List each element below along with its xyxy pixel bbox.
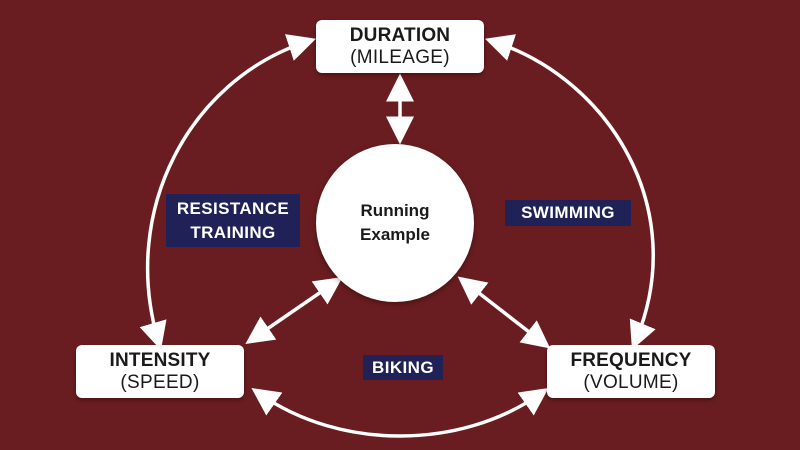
frequency-title: FREQUENCY (570, 349, 692, 371)
frequency-node: FREQUENCY (VOLUME) (547, 345, 715, 398)
arrow-duration-intensity (139, 34, 316, 351)
intensity-node: INTENSITY (SPEED) (76, 345, 244, 398)
center-label-line2: Example (360, 225, 430, 244)
duration-subtitle: (MILEAGE) (350, 46, 450, 68)
swimming-tag: SWIMMING (505, 200, 631, 226)
intensity-title: INTENSITY (109, 349, 211, 371)
center-circle: Running Example (316, 144, 474, 302)
arrow-center-intensity (245, 277, 343, 344)
biking-tag-label: BIKING (372, 357, 434, 377)
arrow-duration-frequency (485, 34, 656, 350)
arrow-center-frequency (457, 276, 551, 349)
swimming-tag-label: SWIMMING (521, 203, 615, 222)
arrow-intensity-frequency (251, 387, 549, 438)
center-label-line1: Running (360, 201, 430, 220)
intensity-subtitle: (SPEED) (120, 371, 200, 393)
frequency-subtitle: (VOLUME) (583, 371, 679, 393)
duration-title: DURATION (349, 24, 451, 46)
biking-tag: BIKING (363, 355, 443, 380)
resistance-training-tag: RESISTANCE TRAINING (166, 194, 300, 247)
resistance-tag-line2: TRAINING (190, 222, 276, 242)
resistance-tag-line1: RESISTANCE (176, 198, 290, 218)
duration-node: DURATION (MILEAGE) (316, 20, 484, 73)
